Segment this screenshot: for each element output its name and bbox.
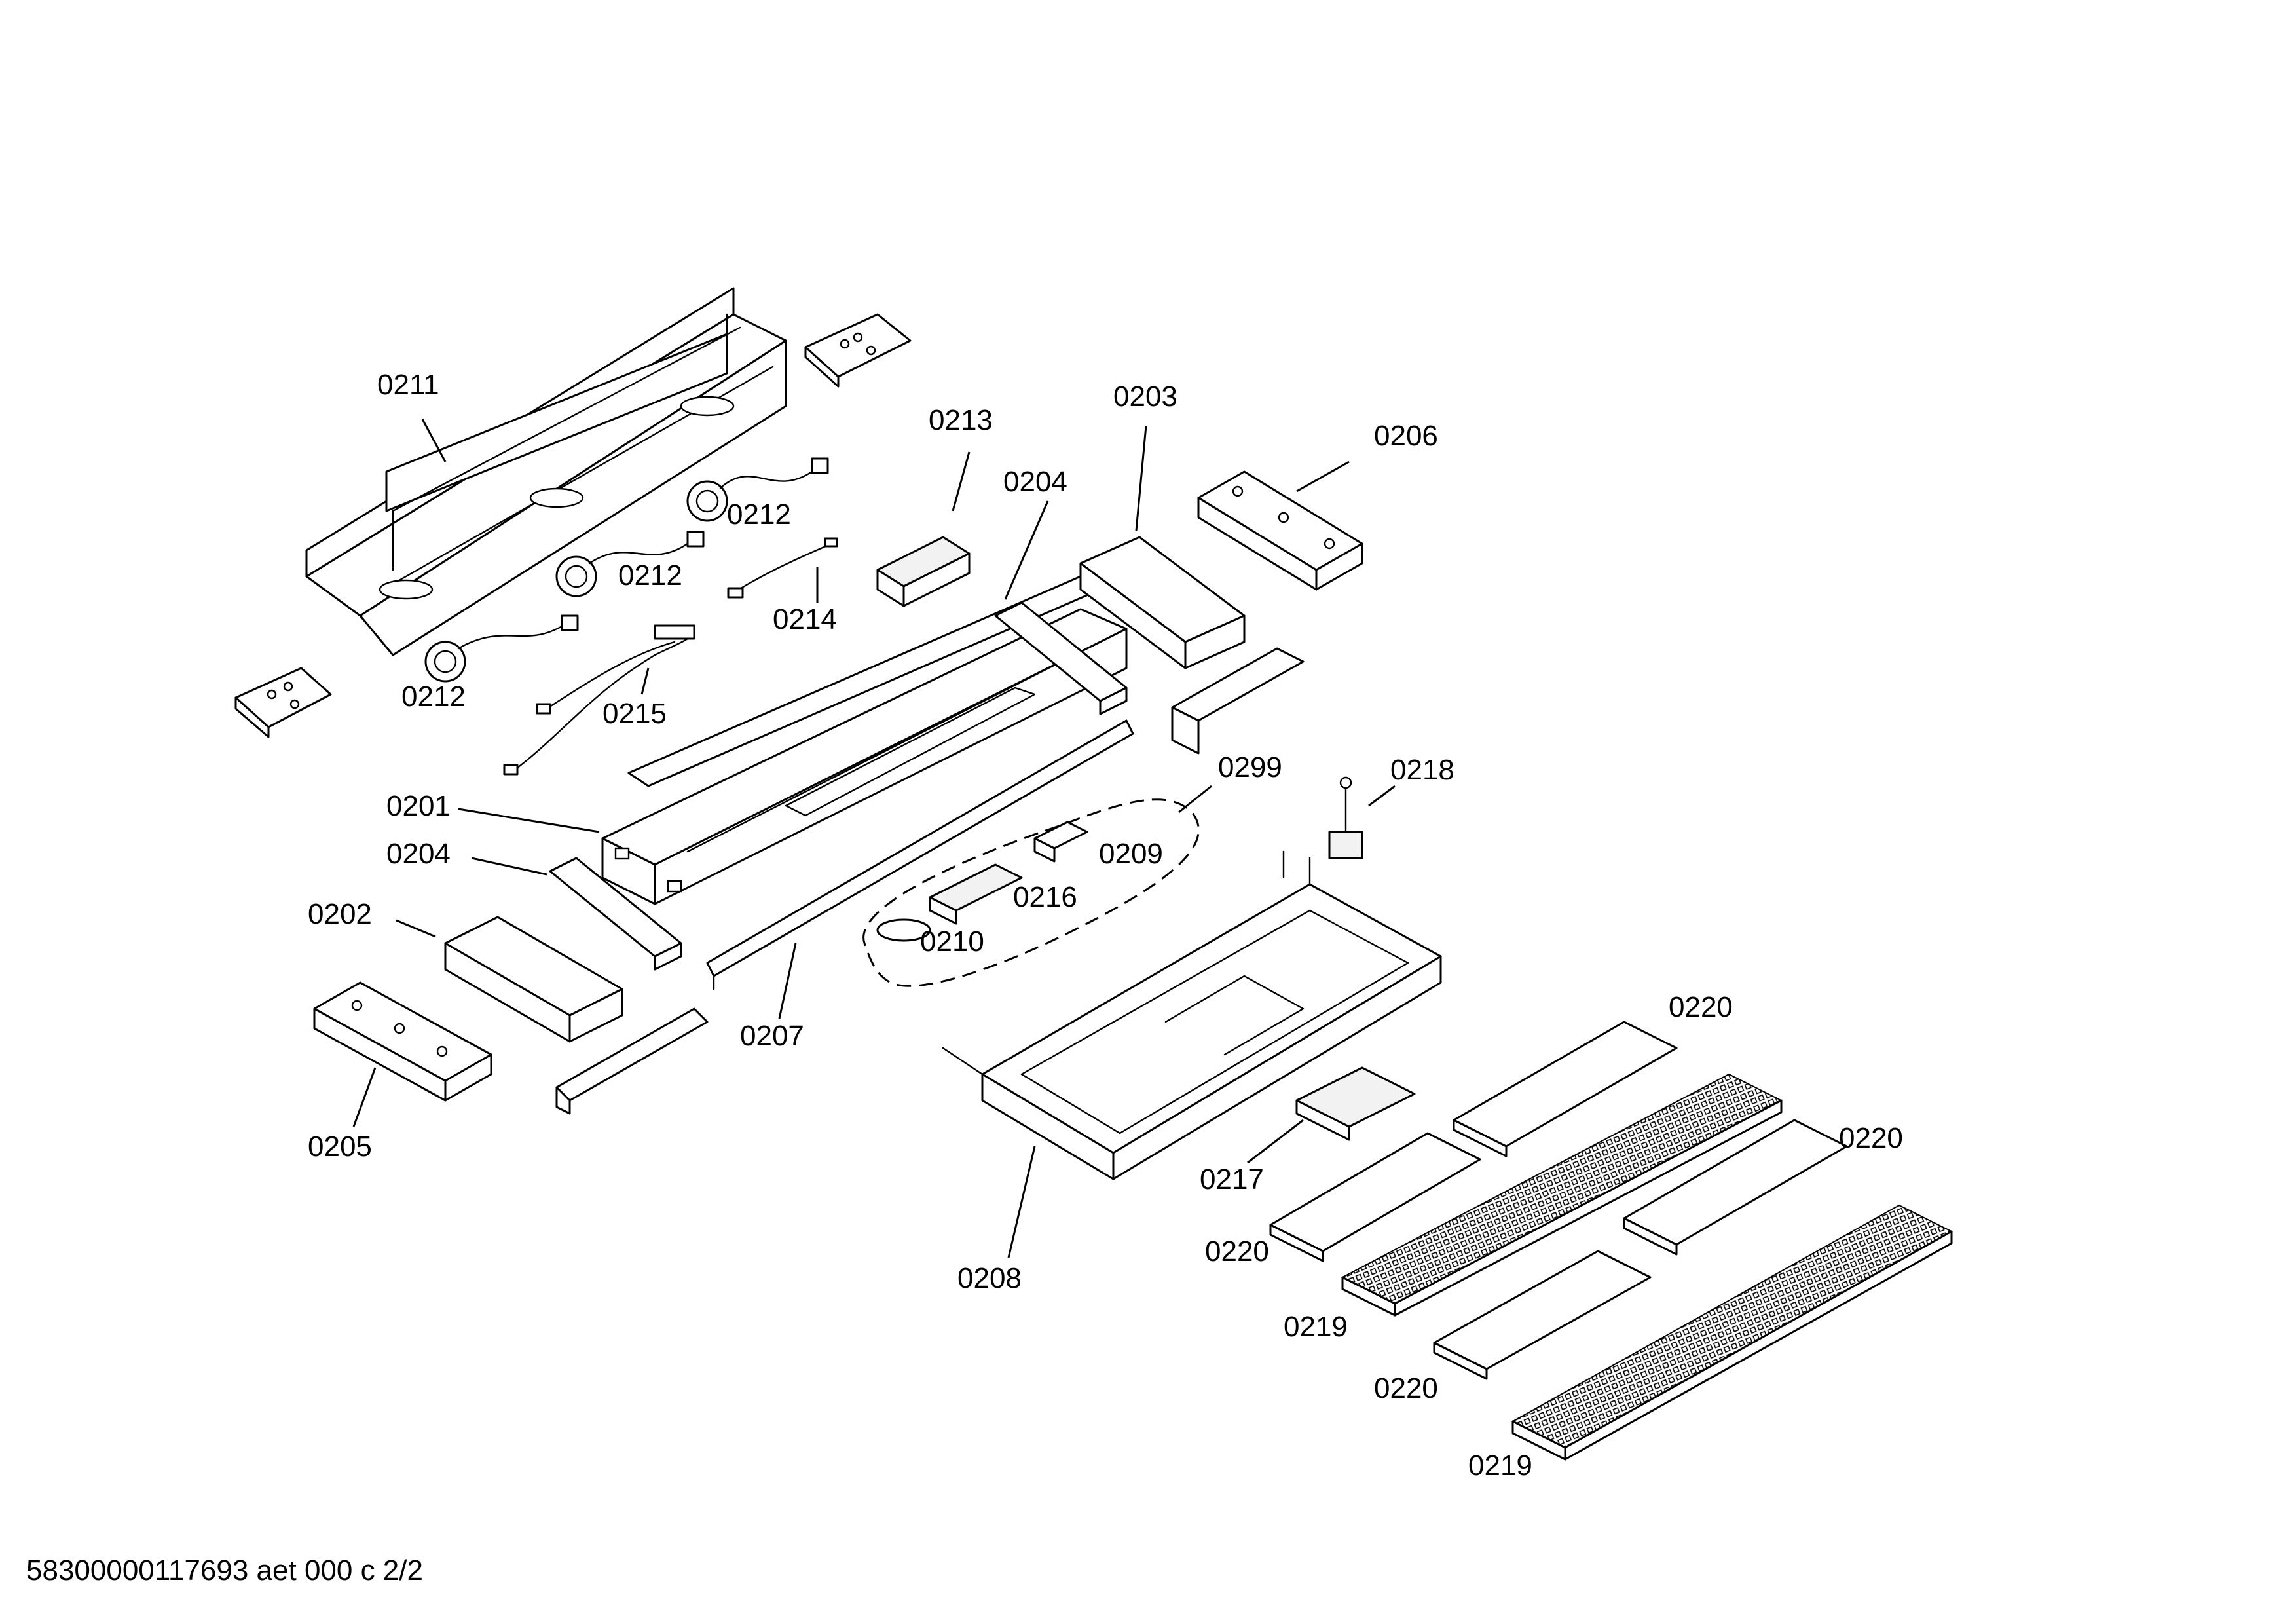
part-0220-filter-cover-4 xyxy=(1433,1250,1652,1380)
callout-0220: 0220 xyxy=(1839,1122,1903,1154)
callout-0213: 0213 xyxy=(929,404,993,436)
callout-0207: 0207 xyxy=(740,1020,804,1052)
document-id: 58300000117693 aet 000 c 2/2 xyxy=(26,1554,423,1586)
callout-0206: 0206 xyxy=(1374,420,1438,452)
part-0217-clip xyxy=(1295,1066,1416,1141)
part-0203-control-box xyxy=(1079,536,1305,755)
callout-0219: 0219 xyxy=(1284,1311,1348,1343)
part-0211-lamp-rail xyxy=(305,287,787,656)
callout-0220: 0220 xyxy=(1205,1235,1269,1267)
callout-0204: 0204 xyxy=(1003,466,1067,498)
callout-0205: 0205 xyxy=(308,1131,372,1163)
callout-labels: 0211 0212 0212 0212 0214 0215 0213 0203 … xyxy=(308,369,1903,1482)
part-0219-grease-filter-1 xyxy=(1341,1073,1783,1317)
part-0207-mounting-strip xyxy=(706,719,1134,990)
part-0202-module xyxy=(444,916,709,1115)
callout-0202: 0202 xyxy=(308,898,372,930)
callout-0217: 0217 xyxy=(1200,1163,1264,1195)
callout-0220: 0220 xyxy=(1374,1372,1438,1404)
part-0201-housing-panel xyxy=(601,575,1128,905)
callout-0214: 0214 xyxy=(773,603,837,635)
callout-0209: 0209 xyxy=(1099,838,1163,870)
part-0205-holder xyxy=(313,981,492,1102)
callout-0208: 0208 xyxy=(957,1262,1022,1294)
part-0220-filter-cover-1 xyxy=(1453,1021,1678,1157)
callout-0299: 0299 xyxy=(1218,751,1282,783)
part-0212-lamp-socket-1 xyxy=(686,457,829,522)
callout-0212: 0212 xyxy=(618,559,682,591)
callout-0201: 0201 xyxy=(386,790,451,822)
part-0299-assembly-outline xyxy=(862,798,1200,987)
part-0218-switch xyxy=(1328,776,1363,859)
part-0209-cover xyxy=(1033,821,1088,863)
part-0212-lamp-socket-2 xyxy=(555,531,705,597)
part-0204-bracket-upper xyxy=(994,601,1128,715)
callout-0204: 0204 xyxy=(386,838,451,870)
part-0214-cable xyxy=(727,537,838,599)
part-0211-end-cap-top xyxy=(804,313,912,388)
callout-0212: 0212 xyxy=(401,681,466,713)
part-0215-cable-harness xyxy=(503,624,695,776)
part-0219-grease-filter-2 xyxy=(1511,1204,1953,1461)
part-0211-end-cap-bottom xyxy=(234,667,332,738)
part-0216-control-board xyxy=(929,863,1023,925)
callout-0219: 0219 xyxy=(1468,1450,1532,1482)
part-0220-filter-cover-3 xyxy=(1623,1119,1848,1256)
callout-0218: 0218 xyxy=(1390,754,1454,786)
callout-0211: 0211 xyxy=(377,369,439,401)
part-0212-lamp-socket-3 xyxy=(424,614,579,683)
callout-0203: 0203 xyxy=(1113,381,1177,413)
part-0208-lower-frame xyxy=(942,850,1442,1180)
callout-0212: 0212 xyxy=(727,498,791,531)
callout-0215: 0215 xyxy=(602,698,667,730)
callout-0216: 0216 xyxy=(1013,881,1077,913)
leader-lines xyxy=(352,419,1396,1258)
callout-0220: 0220 xyxy=(1669,991,1733,1023)
callout-0210: 0210 xyxy=(920,926,984,958)
part-0204-bracket-lower xyxy=(549,857,682,971)
part-0220-filter-cover-2 xyxy=(1269,1132,1481,1262)
part-0210-button xyxy=(876,918,931,942)
part-0213-transformer xyxy=(876,536,971,607)
part-0206-holder xyxy=(1197,470,1363,591)
